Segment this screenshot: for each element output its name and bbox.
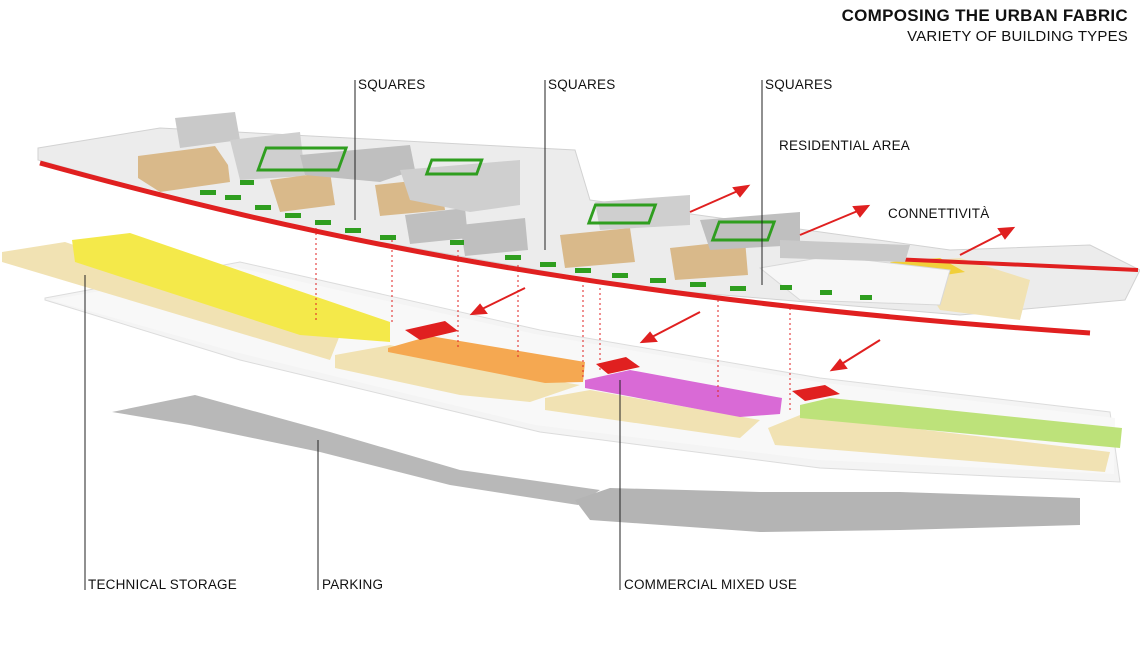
building-10 bbox=[560, 228, 635, 268]
building-1 bbox=[138, 146, 230, 192]
dotted-connectors bbox=[315, 228, 791, 410]
label-parking: PARKING bbox=[322, 577, 384, 592]
label-squares-3: SQUARES bbox=[765, 77, 833, 92]
green-tiles bbox=[200, 180, 872, 300]
building-5 bbox=[300, 145, 415, 182]
green-block bbox=[800, 398, 1122, 448]
technical-storage-block bbox=[72, 233, 390, 342]
label-residential-area: RESIDENTIAL AREA bbox=[779, 138, 910, 153]
green-square-4 bbox=[710, 220, 777, 242]
building-3 bbox=[230, 132, 305, 180]
leader-lines bbox=[84, 80, 763, 590]
red-border bbox=[39, 160, 1091, 336]
technical-storage-layer bbox=[2, 233, 390, 360]
red-border-upper bbox=[869, 256, 1139, 272]
building-4 bbox=[270, 172, 335, 212]
residential-layer bbox=[37, 112, 1140, 336]
label-technical-storage: TECHNICAL STORAGE bbox=[88, 577, 237, 592]
beige-strip-3 bbox=[768, 415, 1110, 472]
building-12 bbox=[670, 240, 748, 280]
building-2 bbox=[175, 112, 240, 148]
label-squares-2: SQUARES bbox=[548, 77, 616, 92]
parking-layer bbox=[112, 395, 1080, 532]
red-marker-2 bbox=[596, 357, 640, 374]
diagram-title: COMPOSING THE URBAN FABRIC bbox=[841, 6, 1128, 25]
building-7 bbox=[405, 208, 468, 244]
label-commercial-mixed-use: COMMERCIAL MIXED USE bbox=[624, 577, 798, 592]
green-square-2 bbox=[424, 158, 484, 176]
red-marker-1 bbox=[405, 321, 458, 340]
beige-strip-2 bbox=[545, 390, 760, 438]
diagram-subtitle: VARIETY OF BUILDING TYPES bbox=[907, 28, 1128, 45]
building-14 bbox=[780, 240, 910, 262]
label-squares-1: SQUARES bbox=[358, 77, 426, 92]
green-square-1 bbox=[256, 146, 349, 172]
technical-layer-base bbox=[2, 242, 340, 360]
red-marker-3 bbox=[792, 385, 840, 401]
parking-slab-right bbox=[575, 488, 1080, 532]
label-connectivity: CONNETTIVITÀ bbox=[888, 206, 990, 221]
green-square-3 bbox=[586, 203, 658, 225]
orange-block bbox=[388, 336, 585, 383]
building-9 bbox=[460, 218, 528, 256]
parking-slab-left bbox=[112, 395, 600, 505]
title-block: COMPOSING THE URBAN FABRIC VARIETY OF BU… bbox=[842, 6, 1128, 45]
building-11 bbox=[595, 195, 690, 230]
commercial-block bbox=[585, 370, 782, 417]
beige-strip-1 bbox=[335, 345, 580, 402]
